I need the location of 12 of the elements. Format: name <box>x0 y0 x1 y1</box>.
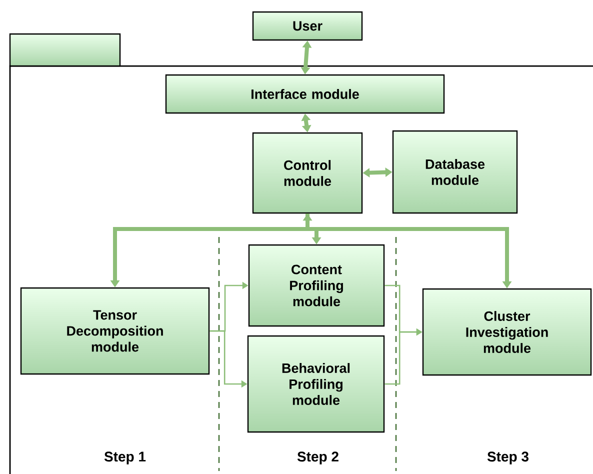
module-box: Tensor Decomposition module <box>20 287 210 375</box>
module-box: Database module <box>392 130 518 214</box>
module-box: Behavioral Profiling module <box>247 335 385 433</box>
module-box: Interface module <box>165 74 445 114</box>
module-box: User <box>252 11 363 41</box>
module-box: Control module <box>252 132 363 214</box>
step-label: Step 3 <box>487 452 528 464</box>
module-box: Cluster Investigation module <box>422 288 592 376</box>
step-label: Step 2 <box>297 452 338 464</box>
step-label: Step 1 <box>104 452 146 464</box>
system-frame <box>9 33 593 474</box>
module-box: Content Profiling module <box>248 244 385 327</box>
